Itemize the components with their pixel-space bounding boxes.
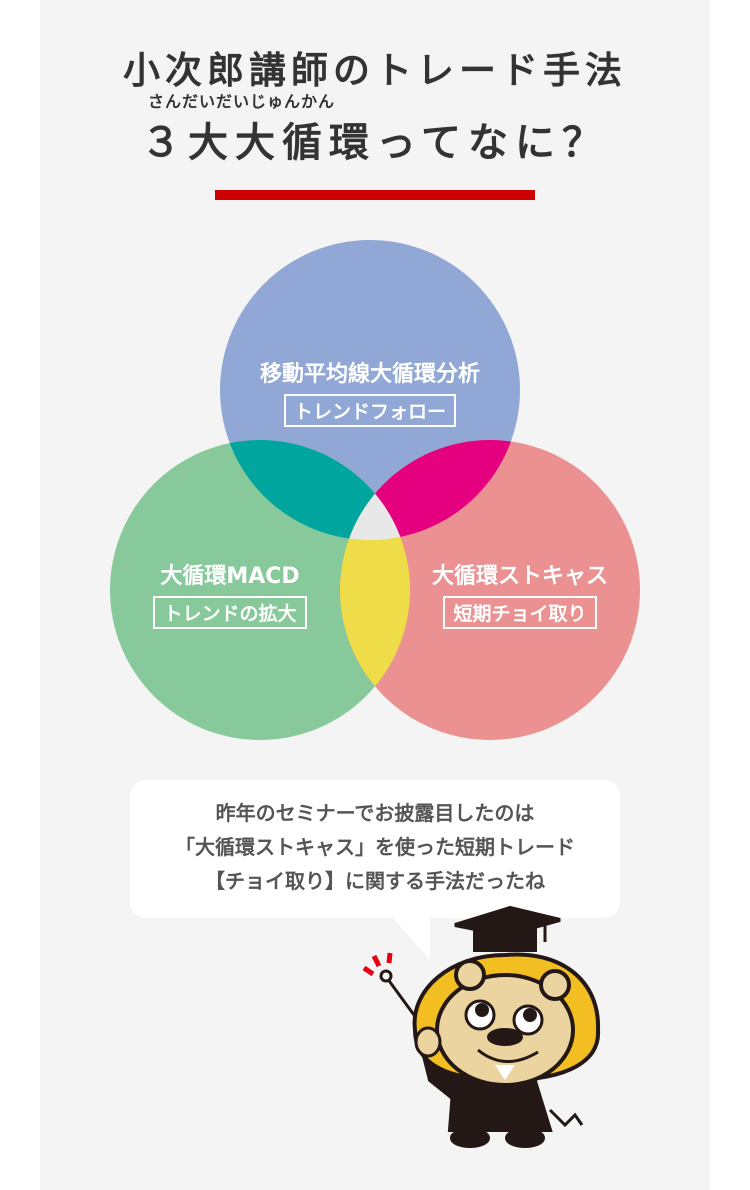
page-title: 小次郎講師のトレード手法 (123, 49, 627, 92)
bubble-line: 【チョイ取り】に関する手法だったね (205, 869, 545, 893)
overlap-blue-green (220, 440, 410, 540)
venn-title: 大循環ストキャス (431, 564, 608, 589)
venn-sub: トレンドの拡大 (153, 596, 307, 629)
venn-sub: 短期チョイ取り (443, 596, 597, 629)
speech-bubble: 昨年のセミナーでお披露目したのは 「大循環ストキャス」を使った短期トレード 【チ… (130, 780, 620, 918)
overlap-blue-red (340, 440, 520, 540)
venn-label-2: 大循環MACD トレンドの拡大 (120, 558, 340, 629)
bubble-line: 「大循環ストキャス」を使った短期トレード (175, 835, 575, 859)
venn-diagram (110, 240, 640, 740)
venn-label-1: 移動平均線大循環分析 トレンドフォロー (220, 356, 520, 427)
venn-label-3: 大循環ストキャス 短期チョイ取り (410, 558, 630, 629)
venn-sub: トレンドフォロー (283, 394, 456, 427)
bubble-line: 昨年のセミナーでお披露目したのは (215, 801, 535, 825)
venn-title: 移動平均線大循環分析 (259, 362, 480, 387)
title-underline (215, 190, 535, 200)
venn-title: 大循環MACD (160, 564, 300, 589)
page-subtitle: ３大大循環ってなに？ (141, 120, 609, 166)
title-ruby: さんだいだいじゅんかん (148, 92, 336, 111)
